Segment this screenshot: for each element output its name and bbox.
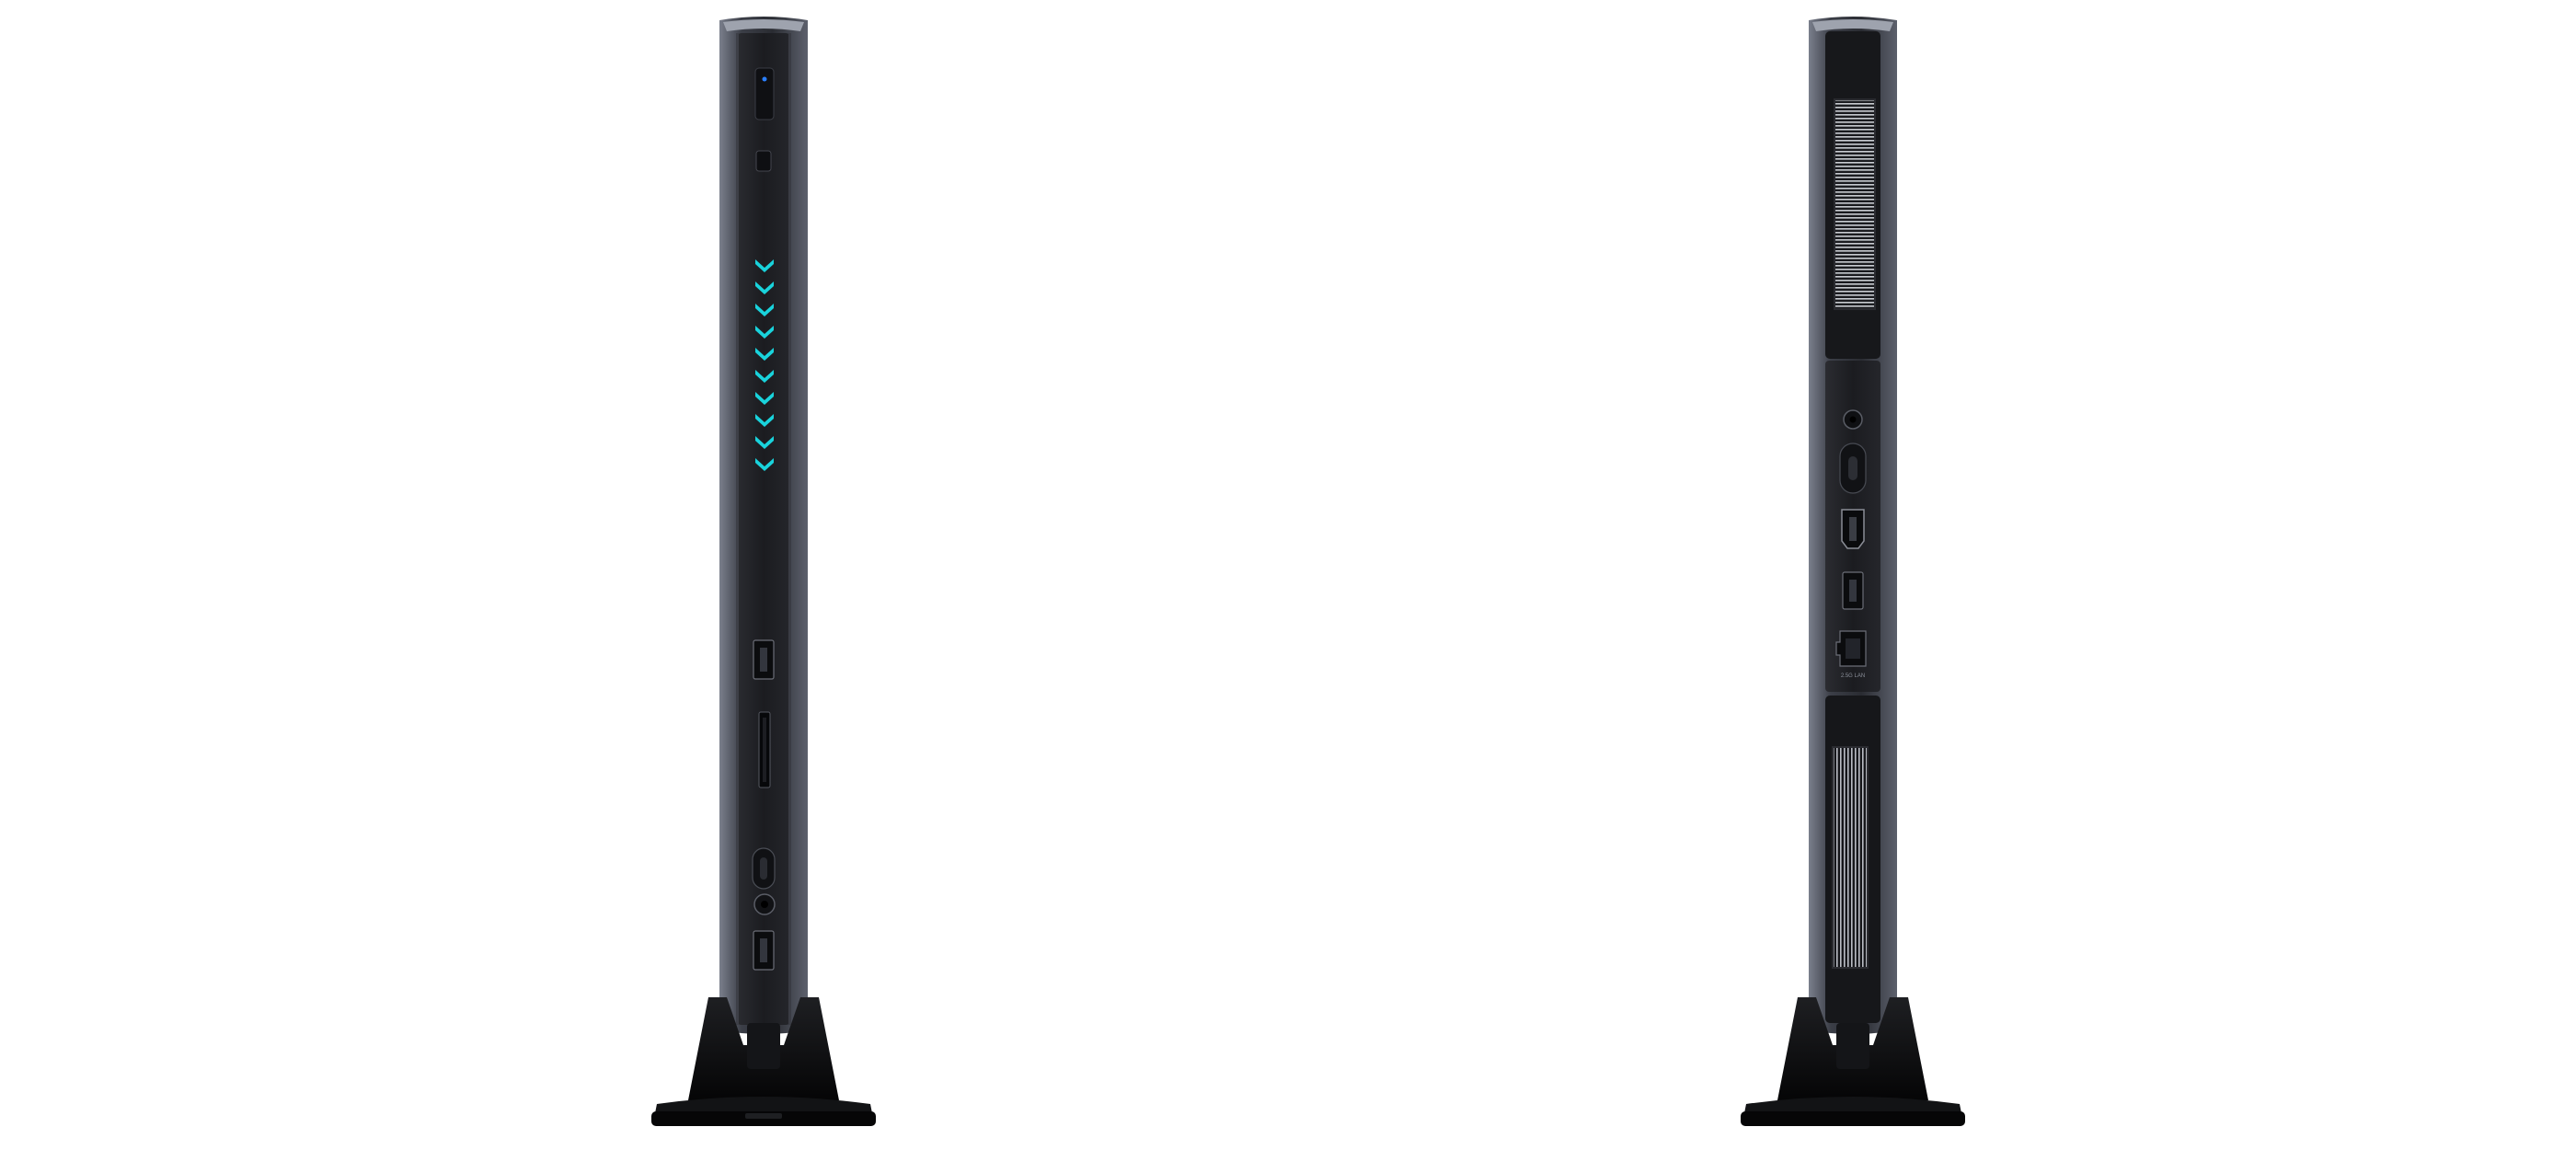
front-top-cap <box>723 19 804 31</box>
lan-port-label: 2.5G LAN <box>1841 673 1865 679</box>
led-strip <box>755 259 774 471</box>
led-chevron <box>755 436 774 449</box>
audio-jack[interactable] <box>753 893 776 915</box>
led-chevron <box>755 348 774 361</box>
lan-port[interactable] <box>1835 630 1867 667</box>
lower-vent <box>1825 696 1880 1023</box>
rear-usb-c-port[interactable] <box>1839 443 1867 494</box>
led-chevron <box>755 370 774 383</box>
sd-card-slot[interactable] <box>758 711 771 788</box>
led-chevron <box>755 392 774 405</box>
front-usb-a-port-2[interactable] <box>753 930 775 971</box>
led-chevron <box>755 282 774 294</box>
front-panel <box>736 33 791 1025</box>
dc-power-jack[interactable] <box>1843 409 1863 430</box>
hdmi-port[interactable] <box>1841 509 1865 549</box>
front-usb-a-port[interactable] <box>753 639 775 680</box>
power-button[interactable] <box>754 67 775 121</box>
front-small-button[interactable] <box>755 150 772 172</box>
led-chevron <box>755 414 774 427</box>
led-chevron <box>755 304 774 316</box>
rear-top-cap <box>1812 19 1893 31</box>
led-chevron <box>755 259 774 272</box>
rear-view: 2.5G LAN <box>1741 17 1965 1126</box>
led-chevron <box>755 458 774 471</box>
front-usb-c-port[interactable] <box>752 847 776 890</box>
front-stand <box>651 997 876 1126</box>
rear-stand <box>1741 997 1965 1126</box>
front-view <box>651 17 876 1126</box>
upper-vent <box>1825 31 1880 359</box>
rear-usb-a-port[interactable] <box>1842 571 1864 610</box>
led-chevron <box>755 326 774 339</box>
